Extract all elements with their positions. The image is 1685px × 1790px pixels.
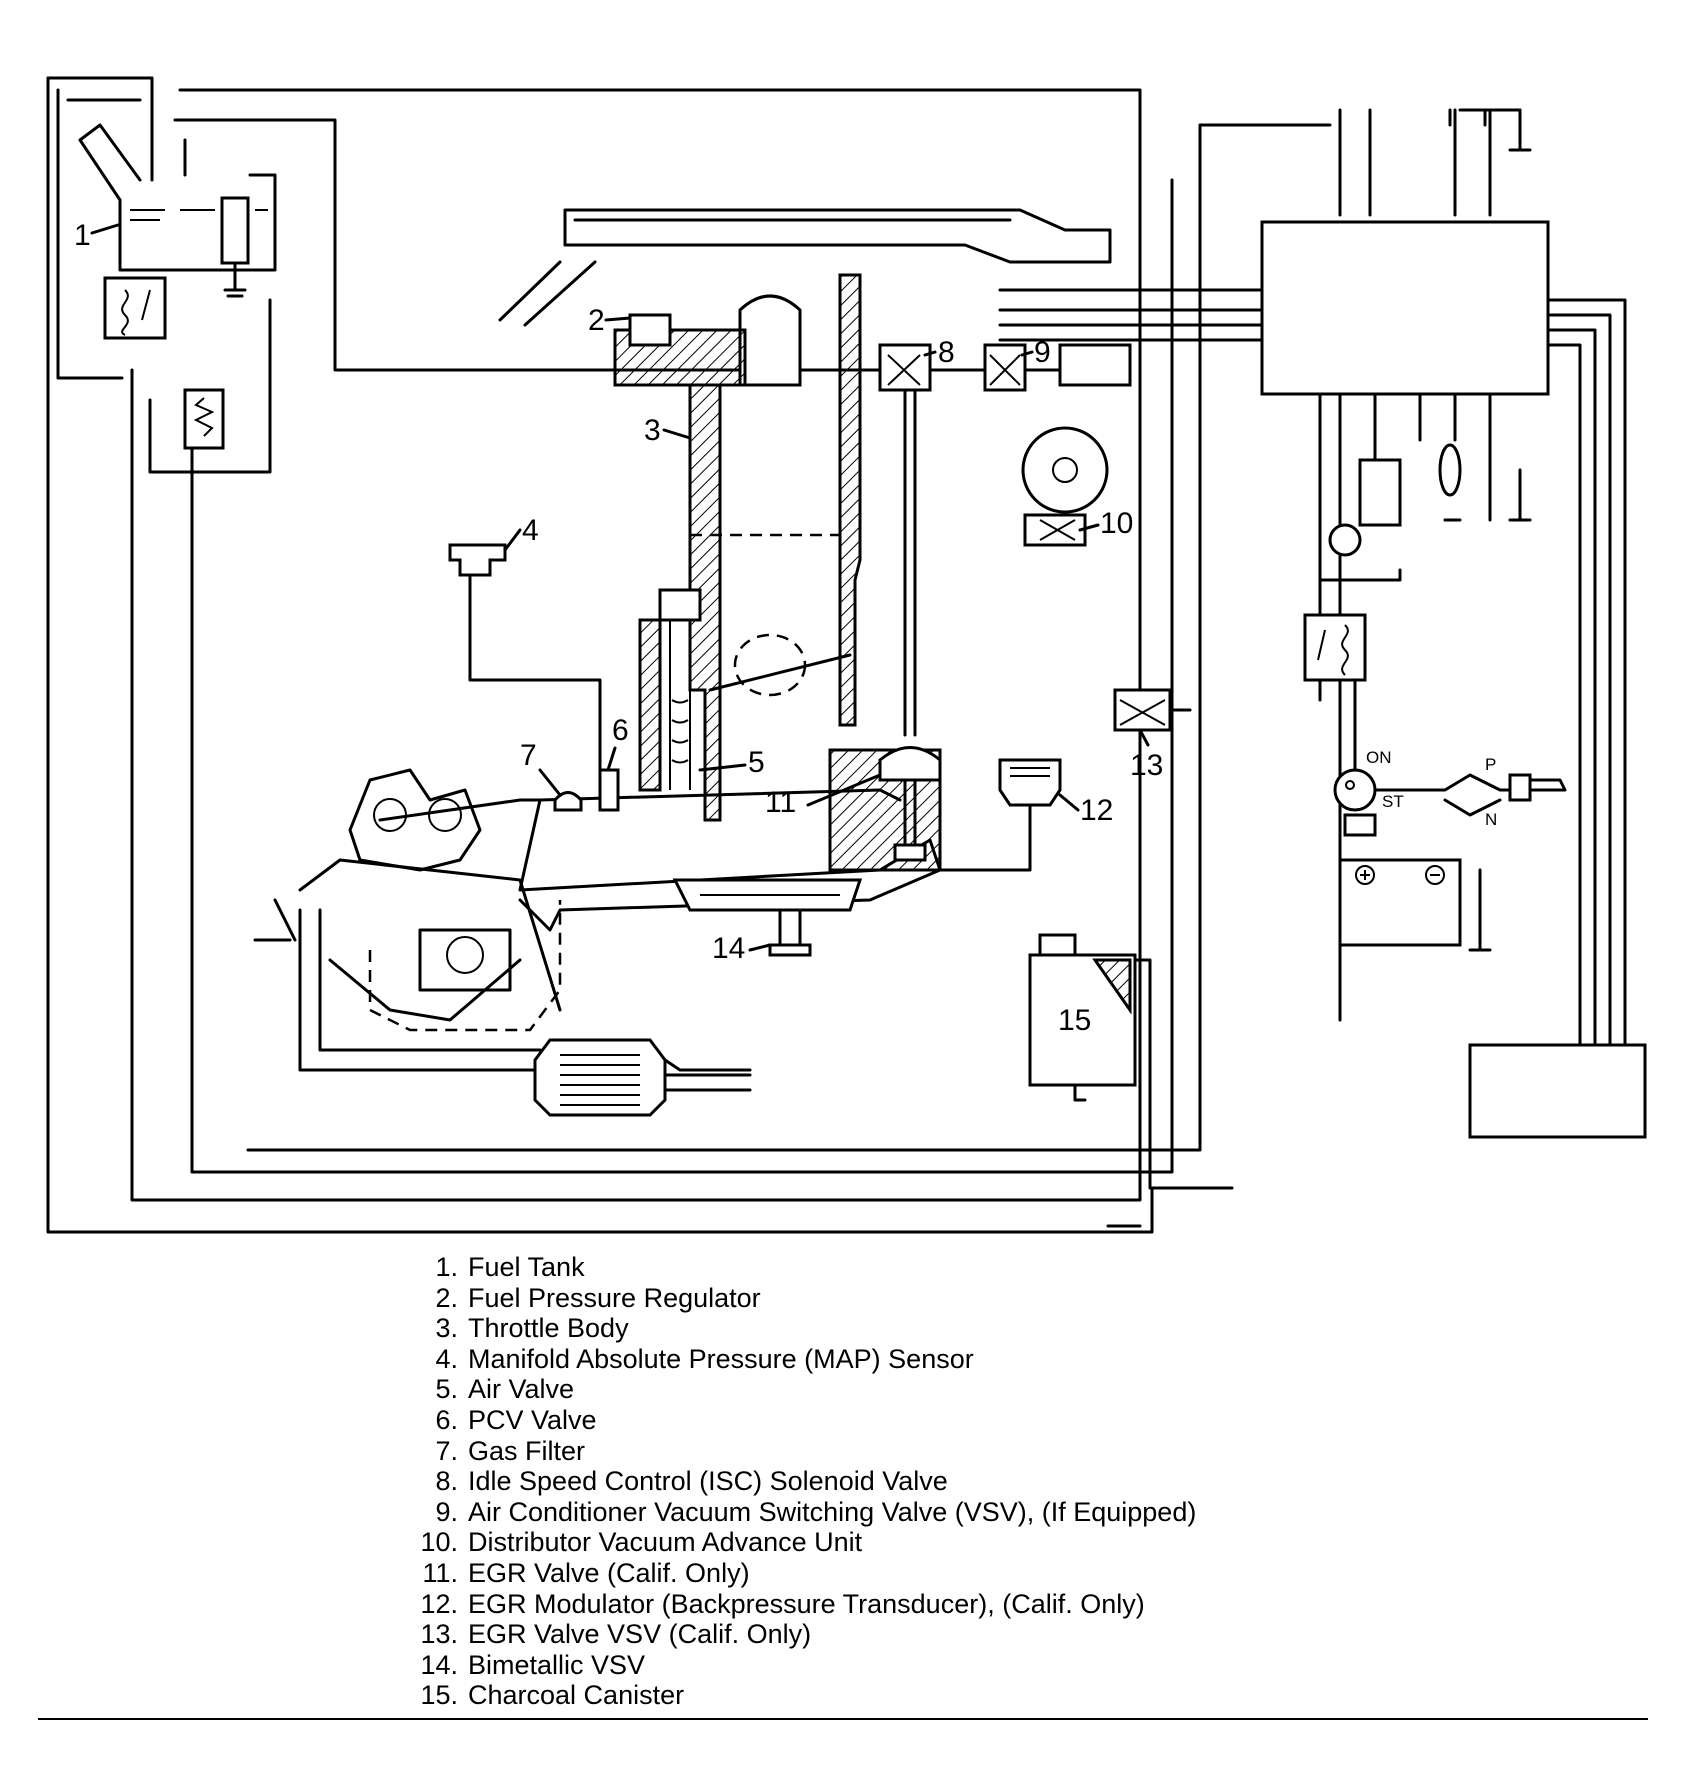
callout-12: 12 bbox=[1080, 794, 1113, 827]
legend-item: 15. Charcoal Canister bbox=[410, 1680, 1196, 1711]
callout-9: 9 bbox=[1034, 336, 1051, 369]
ecu-box bbox=[998, 108, 1627, 1052]
component-legend: 1. Fuel Tank 2. Fuel Pressure Regulator 3. Th… bbox=[410, 1252, 1196, 1711]
callout-8: 8 bbox=[938, 336, 955, 369]
legend-item-number: 12. bbox=[420, 1588, 458, 1619]
legend-item-number: 14. bbox=[420, 1649, 458, 1680]
fuel-pressure-regulator bbox=[613, 294, 802, 387]
callout-5: 5 bbox=[748, 746, 765, 779]
callout-10: 10 bbox=[1100, 507, 1133, 540]
legend-item: 5. Air Valve bbox=[410, 1374, 1196, 1405]
switch-labels: ON ST P N bbox=[1366, 748, 1497, 829]
ignition-coil bbox=[1318, 443, 1532, 582]
legend-item-text: Charcoal Canister bbox=[468, 1680, 685, 1711]
exhaust-and-catalytic-converter bbox=[298, 908, 752, 1117]
legend-item-text: Distributor Vacuum Advance Unit bbox=[468, 1527, 863, 1558]
battery bbox=[1338, 813, 1492, 952]
bottom-divider bbox=[38, 1718, 1648, 1720]
pcv-valve bbox=[598, 768, 620, 812]
legend-item-text: Air Valve bbox=[468, 1374, 575, 1405]
legend-item-number: 6. bbox=[435, 1404, 458, 1435]
legend-item-text: Throttle Body bbox=[468, 1313, 629, 1344]
legend-item-text: Air Conditioner Vacuum Switching Valve (… bbox=[468, 1496, 1197, 1527]
bimetallic-vsv bbox=[672, 878, 863, 957]
callout-7: 7 bbox=[520, 739, 537, 772]
legend-item: 13. EGR Valve VSV (Calif. Only) bbox=[410, 1619, 1196, 1650]
egr-modulator bbox=[848, 758, 1062, 872]
legend-item: 3. Throttle Body bbox=[410, 1313, 1196, 1344]
ignition-switch bbox=[1333, 678, 1567, 817]
legend-item-text: PCV Valve bbox=[468, 1404, 597, 1435]
label-p: P bbox=[1485, 755, 1496, 774]
legend-item-number: 7. bbox=[435, 1435, 458, 1466]
legend-item-text: Fuel Tank bbox=[468, 1252, 585, 1282]
legend-item-text: Bimetallic VSV bbox=[468, 1649, 646, 1680]
legend-item-number: 11. bbox=[422, 1557, 458, 1588]
engine-control-system-diagram: 1 2 3 4 5 6 7 8 9 10 11 12 13 14 15 ON S… bbox=[46, 76, 1647, 1234]
fuel-pump-relay bbox=[103, 276, 167, 340]
air-valve bbox=[638, 588, 702, 792]
callout-11: 11 bbox=[765, 786, 796, 819]
egr-valve-vsv bbox=[1113, 688, 1192, 732]
check-connector bbox=[1468, 1043, 1647, 1139]
legend-item-number: 5. bbox=[435, 1374, 458, 1405]
resistor bbox=[183, 388, 225, 450]
ac-vacuum-switching-valve bbox=[983, 343, 1132, 392]
label-n: N bbox=[1485, 810, 1497, 829]
callout-13: 13 bbox=[1130, 749, 1163, 782]
legend-item-text: EGR Valve (Calif. Only) bbox=[468, 1557, 750, 1588]
legend-item-number: 13. bbox=[420, 1619, 458, 1650]
legend-item: 10. Distributor Vacuum Advance Unit bbox=[410, 1527, 1196, 1558]
legend-item: 2. Fuel Pressure Regulator bbox=[410, 1283, 1196, 1314]
legend-item-text: Gas Filter bbox=[468, 1435, 586, 1466]
legend-item-number: 8. bbox=[435, 1466, 458, 1497]
legend-item: 4. Manifold Absolute Pressure (MAP) Senso… bbox=[410, 1344, 1196, 1375]
main-relay bbox=[1303, 613, 1367, 682]
legend-item: 8. Idle Speed Control (ISC) Solenoid Valv… bbox=[410, 1466, 1196, 1497]
legend-item: 9. Air Conditioner Vacuum Switching Valve… bbox=[410, 1497, 1196, 1528]
callout-3: 3 bbox=[644, 414, 661, 447]
legend-item: 11. EGR Valve (Calif. Only) bbox=[410, 1558, 1196, 1589]
legend-item-number: 1. bbox=[435, 1252, 458, 1282]
callout-15: 15 bbox=[1058, 1004, 1091, 1037]
callouts: 1 2 3 4 5 6 7 8 9 10 11 12 13 14 15 bbox=[74, 219, 1163, 1037]
distributor-vacuum-advance-unit bbox=[1021, 426, 1109, 547]
callout-6: 6 bbox=[612, 714, 629, 747]
callout-14: 14 bbox=[712, 932, 745, 965]
egr-valve bbox=[878, 746, 942, 862]
callout-1: 1 bbox=[74, 219, 91, 252]
legend-item: 7. Gas Filter bbox=[410, 1436, 1196, 1467]
legend-item-number: 3. bbox=[435, 1313, 458, 1344]
legend-item-text: Idle Speed Control (ISC) Solenoid Valve bbox=[468, 1466, 948, 1497]
engine-cylinder bbox=[253, 768, 562, 1032]
legend-item-text: EGR Modulator (Backpressure Transducer),… bbox=[468, 1588, 1145, 1619]
legend-item: 6. PCV Valve bbox=[410, 1405, 1196, 1436]
callout-2: 2 bbox=[588, 304, 605, 337]
callout-4: 4 bbox=[522, 514, 539, 547]
label-on: ON bbox=[1366, 748, 1392, 767]
legend-item-text: Fuel Pressure Regulator bbox=[468, 1282, 761, 1313]
label-st: ST bbox=[1382, 792, 1404, 811]
legend-item-number: 9. bbox=[435, 1496, 458, 1527]
gas-filter bbox=[553, 791, 583, 812]
legend-item: 12. EGR Modulator (Backpressure Transduce… bbox=[410, 1589, 1196, 1620]
air-intake-duct bbox=[498, 208, 1112, 327]
legend-item-number: 10. bbox=[420, 1527, 458, 1558]
legend-item: 14. Bimetallic VSV bbox=[410, 1650, 1196, 1681]
isc-solenoid-valve bbox=[878, 343, 932, 737]
legend-item-text: Manifold Absolute Pressure (MAP) Sensor bbox=[468, 1343, 974, 1374]
legend-item-number: 2. bbox=[435, 1282, 458, 1313]
fuel-tank bbox=[78, 123, 277, 298]
legend-item-number: 4. bbox=[435, 1343, 458, 1374]
legend-item-text: EGR Valve VSV (Calif. Only) bbox=[468, 1619, 812, 1650]
legend-item: 1. Fuel Tank bbox=[410, 1252, 1196, 1283]
charcoal-canister bbox=[1028, 933, 1152, 1190]
legend-item-number: 15. bbox=[420, 1680, 458, 1711]
